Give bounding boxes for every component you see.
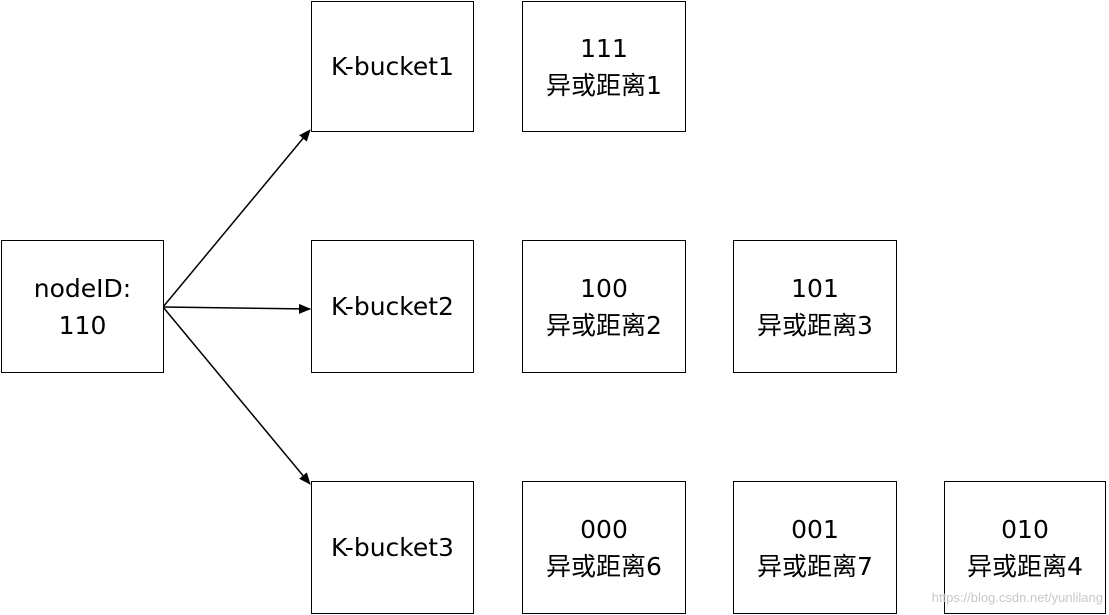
kbucket-2-label: K-bucket2 xyxy=(331,292,454,321)
kbucket-3-label: K-bucket3 xyxy=(331,533,454,562)
arrow-to-kbucket1 xyxy=(162,129,311,308)
kbucket-1-box: K-bucket1 xyxy=(311,1,474,132)
entry-id: 101 xyxy=(791,273,839,303)
entry-box: 000 异或距离6 xyxy=(522,481,686,614)
node-id-value: 110 xyxy=(58,310,107,340)
entry-distance: 异或距离7 xyxy=(757,551,873,581)
entry-distance: 异或距离2 xyxy=(546,310,662,340)
entry-box: 010 异或距离4 xyxy=(944,481,1106,614)
entry-distance: 异或距离6 xyxy=(546,551,662,581)
entry-box: 001 异或距离7 xyxy=(733,481,897,614)
entry-box: 101 异或距离3 xyxy=(733,240,897,373)
kbucket-3-box: K-bucket3 xyxy=(311,481,474,614)
entry-distance: 异或距离1 xyxy=(546,70,662,100)
entry-box: 100 异或距离2 xyxy=(522,240,686,373)
kbucket-2-box: K-bucket2 xyxy=(311,240,474,373)
watermark: https://blog.csdn.net/yunlilang xyxy=(931,590,1103,605)
arrow-to-kbucket3 xyxy=(162,306,311,485)
arrow-to-kbucket2 xyxy=(162,303,311,314)
entry-distance: 异或距离4 xyxy=(967,551,1083,581)
node-id-box: nodeID: 110 xyxy=(1,240,164,373)
entry-id: 100 xyxy=(580,273,628,303)
node-id-label: nodeID: xyxy=(33,273,132,303)
entry-distance: 异或距离3 xyxy=(757,310,873,340)
entry-id: 001 xyxy=(791,514,839,544)
entry-box: 111 异或距离1 xyxy=(522,1,686,132)
entry-id: 000 xyxy=(580,514,628,544)
entry-id: 111 xyxy=(580,33,628,63)
kbucket-1-label: K-bucket1 xyxy=(331,52,454,81)
entry-id: 010 xyxy=(1001,514,1049,544)
